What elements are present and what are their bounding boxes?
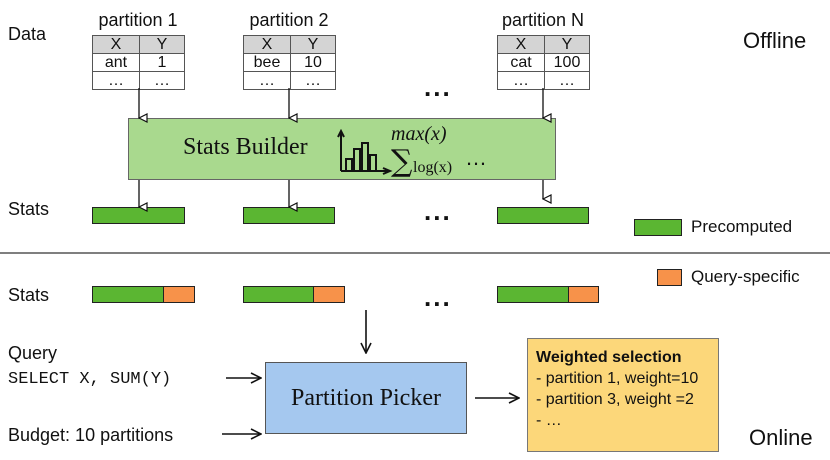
precomputed-stats-bar — [497, 207, 589, 224]
table-cell: … — [290, 71, 336, 90]
formula-ellipsis: … — [465, 145, 487, 170]
ellipsis: ... — [424, 72, 452, 102]
table-cell: … — [92, 71, 140, 90]
legend-query-specific-swatch — [657, 269, 682, 286]
data-label: Data — [8, 24, 47, 44]
budget-label: Budget: 10 partitions — [8, 425, 174, 445]
table-cell: … — [139, 71, 185, 90]
max-formula: max(x) — [391, 123, 447, 145]
selection-item: - partition 1, weight=10 — [536, 370, 699, 387]
stats-label-online: Stats — [8, 285, 50, 305]
table-cell: 100 — [544, 53, 590, 72]
selection-item: - … — [536, 412, 562, 429]
query-specific-stats-bar — [568, 286, 599, 303]
partition-title: partition 1 — [98, 10, 178, 30]
column-header: Y — [290, 35, 336, 54]
query-specific-stats-bar — [163, 286, 195, 303]
partition-title: partition 2 — [249, 10, 329, 30]
legend-precomputed-swatch — [634, 219, 682, 236]
weighted-selection-title: Weighted selection — [536, 349, 682, 366]
column-header: X — [92, 35, 140, 54]
histogram-icon — [337, 129, 393, 175]
query-label: Query — [8, 343, 58, 363]
weighted-selection-box: Weighted selection - partition 1, weight… — [527, 338, 719, 452]
legend-query-specific-label: Query-specific — [691, 267, 800, 286]
offline-label: Offline — [743, 28, 807, 53]
table-cell: … — [544, 71, 590, 90]
stats-builder-box: Stats Builder max(x) ∑ log(x) … — [128, 118, 556, 180]
column-header: Y — [139, 35, 185, 54]
log-formula: log(x) — [413, 159, 453, 176]
table-cell: … — [497, 71, 545, 90]
online-label: Online — [749, 425, 813, 450]
partition-title: partition N — [501, 10, 585, 30]
selection-item: - partition 3, weight =2 — [536, 391, 694, 408]
column-header: X — [497, 35, 545, 54]
stats-builder-title: Stats Builder — [183, 134, 308, 160]
column-header: Y — [544, 35, 590, 54]
stats-label-offline: Stats — [8, 199, 50, 219]
query-code: SELECT X, SUM(Y) — [8, 370, 172, 389]
sum-symbol: ∑ — [391, 144, 413, 179]
query-specific-stats-bar — [313, 286, 345, 303]
table-cell: ant — [92, 53, 140, 72]
ellipsis: ... — [424, 196, 452, 226]
partition-picker-box: Partition Picker — [265, 362, 467, 434]
legend-precomputed-label: Precomputed — [691, 217, 793, 236]
ellipsis: ... — [424, 282, 452, 312]
